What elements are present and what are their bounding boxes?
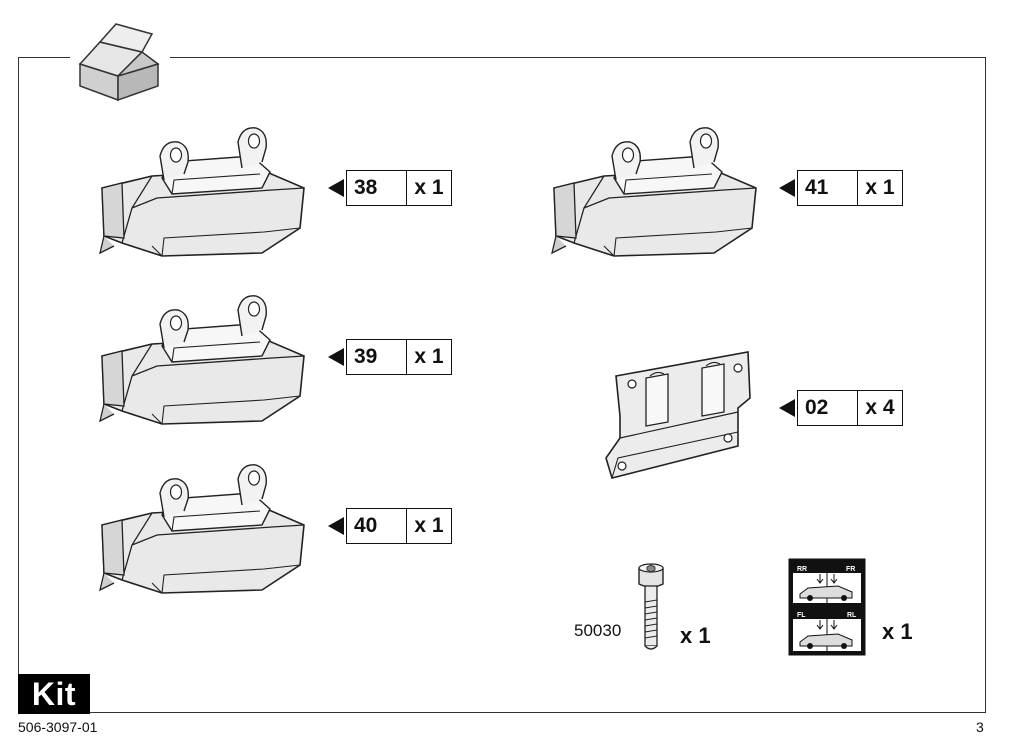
part-quantity: x 1 [414,176,444,199]
part-number: 38 [347,171,407,205]
roof-rack-foot-icon [99,463,305,594]
page-number: 3 [976,719,984,735]
part-label-38: 38 x 1 [328,170,452,206]
part-label-39: 39 x 1 [328,339,452,375]
part-number: 41 [798,171,858,205]
part-quantity: x 1 [414,514,444,537]
sticker-label-rl: RL [847,612,857,619]
roof-rack-foot-icon [99,126,305,257]
part-quantity: x 1 [865,176,895,199]
part-number: 39 [347,340,407,374]
bolt-quantity: x 1 [680,623,711,648]
pointer-arrow-icon [328,348,344,366]
pointer-arrow-icon [779,399,795,417]
pointer-arrow-icon [328,517,344,535]
position-sticker-icon: RR FR FL RL [788,558,866,656]
page-frame [18,57,986,713]
open-box-icon [70,14,170,104]
pointer-arrow-icon [328,179,344,197]
part-label-02: 02 x 4 [779,390,903,426]
part-label-40: 40 x 1 [328,508,452,544]
roof-rack-foot-icon [99,294,305,425]
part-quantity: x 1 [414,345,444,368]
sticker-quantity: x 1 [882,619,913,644]
sticker-label-fr: FR [846,566,855,573]
part-label-41: 41 x 1 [779,170,903,206]
sticker-label-fl: FL [797,612,806,619]
pointer-arrow-icon [779,179,795,197]
kit-badge: Kit [18,674,90,714]
part-quantity: x 4 [865,396,895,419]
bolt-part-number: 50030 [574,621,622,640]
document-code: 506-3097-01 [18,719,98,735]
sticker-label-rr: RR [797,566,807,573]
roof-rack-foot-icon [551,126,757,257]
mounting-plate-icon [605,351,751,479]
part-number: 40 [347,509,407,543]
part-number: 02 [798,391,858,425]
bolt-icon [638,563,664,650]
